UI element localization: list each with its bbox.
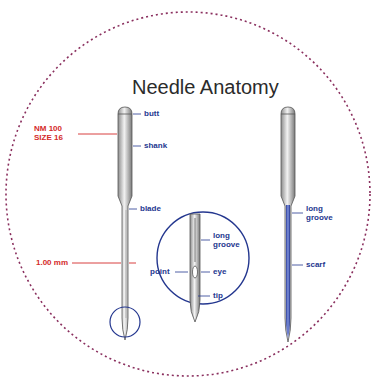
part-label: blade [140, 204, 161, 213]
part-label: scarf [306, 260, 325, 269]
dimension-label: 1.00 mm [36, 258, 68, 267]
part-label: eye [213, 267, 226, 276]
left-needle [118, 107, 132, 340]
right-needle [281, 107, 295, 342]
frame-circle [6, 12, 370, 376]
size-label: NM 100 SIZE 16 [34, 124, 76, 142]
part-label: butt [144, 109, 159, 118]
leader-lines [292, 213, 303, 265]
part-label: long groove [213, 231, 253, 249]
magnifier [157, 212, 249, 322]
part-label: shank [144, 141, 167, 150]
part-label: point [150, 267, 170, 276]
part-label: long groove [306, 204, 346, 222]
detail-marker-circle [110, 307, 140, 337]
part-label: tip [213, 291, 223, 300]
diagram-title: Needle Anatomy [132, 76, 279, 99]
leader-lines [129, 114, 141, 209]
dimension-lines [72, 134, 136, 263]
